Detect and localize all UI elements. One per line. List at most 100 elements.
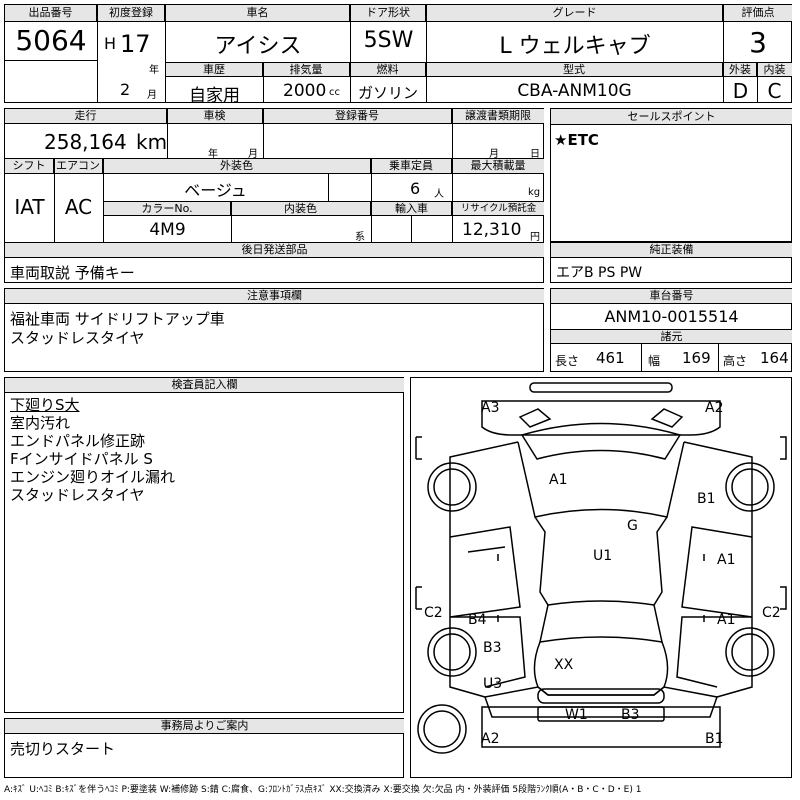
reg-month-unit: 月 (147, 90, 157, 101)
shift-label: シフト (5, 159, 54, 174)
inspector-line: エンジン廻りオイル漏れ (10, 468, 176, 486)
damage-label: B1 (697, 491, 716, 507)
reg-month: 2 (120, 80, 131, 99)
lot-label: 出品番号 (5, 5, 97, 22)
interior-label: 内装 (757, 63, 792, 77)
recycle-label: リサイクル預託金 (453, 202, 544, 216)
sales-block (550, 108, 792, 242)
ac: AC (64, 195, 93, 219)
office-block (4, 718, 404, 778)
capacity-label: 乗車定員 (371, 159, 452, 174)
score-label: 評価点 (724, 5, 792, 22)
divider (231, 201, 232, 242)
interior-color-unit: 系 (355, 232, 365, 243)
history: 自家用 (189, 86, 240, 106)
divider (641, 344, 642, 372)
fuel-label: 燃料 (350, 63, 426, 77)
later-parts-label: 後日発送部品 (5, 243, 544, 258)
inspection-year-unit: 年 (208, 149, 218, 160)
width: 169 (682, 349, 711, 367)
mileage: 258,164 (44, 130, 127, 154)
interior-color-label: 内装色 (231, 202, 371, 216)
color-no: 4M9 (149, 220, 186, 240)
divider (263, 62, 264, 103)
mileage-label: 走行 (5, 109, 167, 124)
damage-label: A2 (481, 731, 500, 747)
divider (350, 62, 351, 103)
model: CBA-ANM10G (517, 81, 632, 101)
color: ベージュ (184, 181, 247, 200)
history-label: 車歴 (166, 63, 263, 77)
caution-line: 福祉車両 サイドリフトアップ車 (10, 310, 225, 328)
transfer-month-unit: 月 (489, 149, 499, 160)
divider (452, 108, 453, 158)
length-label: 長さ (555, 354, 580, 368)
divider (411, 216, 412, 242)
displacement-label: 排気量 (263, 63, 350, 77)
genuine-block (550, 242, 792, 283)
inspector-line: Fインサイドパネル S (10, 450, 153, 468)
damage-label: C2 (424, 605, 443, 621)
ac-label: エアコン (54, 159, 103, 174)
sales-label: セールスポイント (551, 109, 792, 125)
caution-block (4, 288, 544, 372)
plate-label: 登録番号 (263, 109, 452, 124)
color-box (328, 174, 371, 201)
exterior-label: 外装 (724, 63, 757, 77)
lot-number: 5064 (15, 24, 87, 57)
height-label: 高さ (723, 354, 748, 368)
divider (165, 62, 792, 63)
inspector-block (4, 377, 404, 713)
divider (165, 5, 166, 103)
inspector-line: 室内汚れ (10, 414, 71, 432)
first-reg-label: 初度登録 (98, 5, 165, 22)
damage-label: B4 (468, 612, 487, 628)
damage-label: A1 (717, 552, 736, 568)
genuine: エアB PS PW (556, 265, 643, 281)
damage-label: G (627, 518, 638, 534)
damage-label: C2 (762, 605, 781, 621)
color-no-label: カラーNo. (104, 202, 231, 216)
recycle: 12,310 (462, 220, 522, 240)
inspection-label: 車検 (167, 109, 263, 124)
divider (4, 158, 544, 159)
damage-label: B3 (483, 640, 502, 656)
transfer-day-unit: 日 (530, 149, 540, 160)
damage-label: A1 (549, 472, 568, 488)
car-name-label: 車名 (166, 5, 350, 22)
color-label: 外装色 (103, 159, 371, 174)
damage-label: XX (554, 657, 574, 673)
later-parts: 車両取説 予備キー (10, 264, 135, 282)
exterior-score: D (732, 79, 749, 103)
inspector-line: 下廻りS大 (10, 396, 80, 414)
caution-label: 注意事項欄 (5, 289, 544, 304)
divider (97, 5, 98, 103)
height: 164 (760, 349, 789, 367)
displacement-unit: cc (329, 87, 340, 98)
model-label: 型式 (426, 63, 723, 77)
door-type: 5SW (363, 28, 414, 53)
load-unit: kg (528, 187, 541, 198)
recycle-unit: 円 (530, 232, 540, 243)
divider (718, 344, 719, 372)
car-name: アイシス (214, 34, 302, 59)
inspector-label: 検査員記入欄 (5, 378, 404, 393)
grade-label: グレード (427, 5, 723, 22)
damage-label: A3 (481, 400, 500, 416)
car-diagram-drawing (415, 382, 787, 754)
reg-era: H (104, 34, 117, 53)
chassis-label: 車台番号 (551, 289, 792, 304)
load-label: 最大積載量 (452, 159, 544, 174)
capacity-unit: 人 (434, 189, 444, 200)
legend: A:ｷｽﾞ U:ﾍｺﾐ B:ｷｽﾞを伴うﾍｺﾐ P:要塗装 W:補修跡 S:錆 … (4, 785, 642, 795)
divider (426, 5, 427, 62)
divider (757, 62, 758, 103)
damage-label: U3 (483, 676, 503, 692)
import-label: 輸入車 (372, 202, 452, 216)
sales-point: ★ETC (554, 131, 599, 149)
genuine-label: 純正装備 (551, 243, 792, 258)
width-label: 幅 (648, 354, 661, 368)
damage-label: W1 (565, 707, 588, 723)
fuel: ガソリン (357, 84, 418, 102)
divider (550, 329, 792, 330)
